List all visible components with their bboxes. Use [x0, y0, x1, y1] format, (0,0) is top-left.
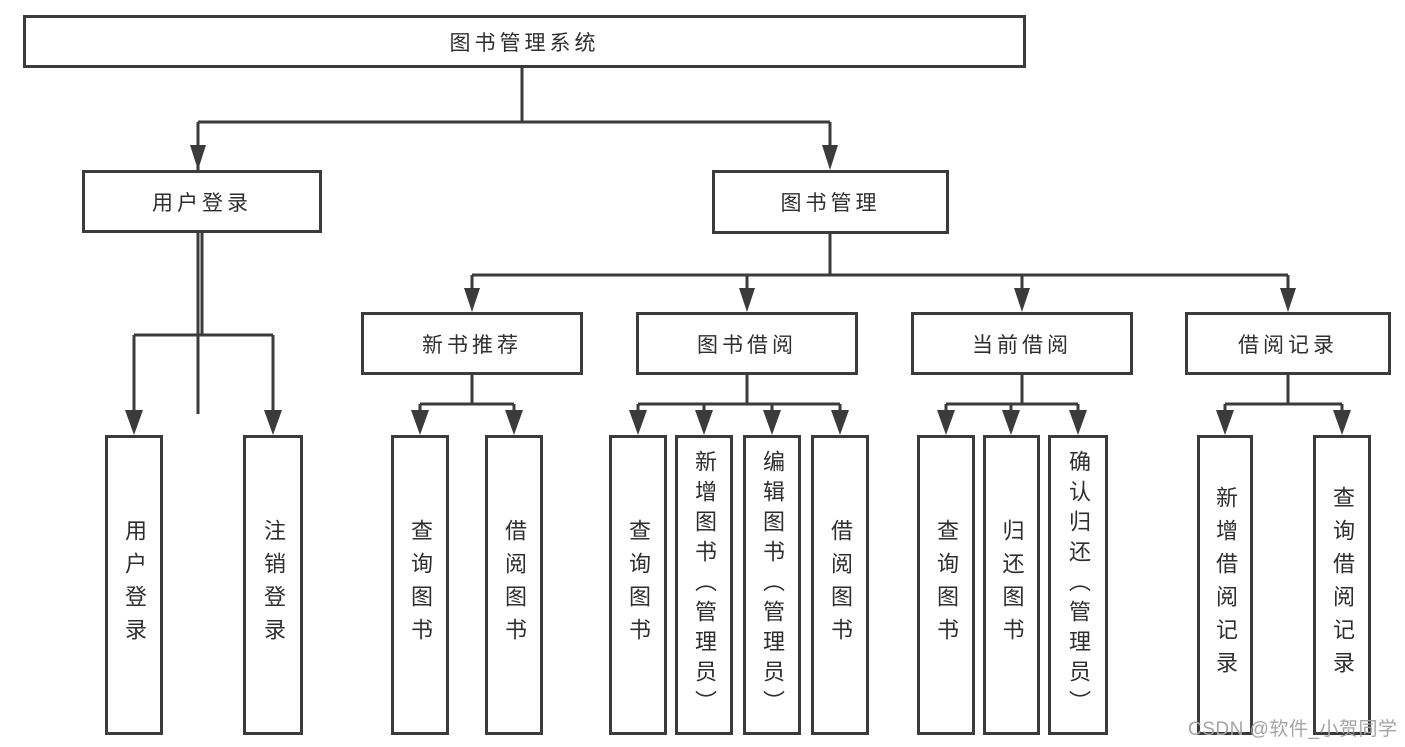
leaf-return-books: 归还图书	[983, 435, 1040, 735]
node-label: 新增借阅记录	[1213, 486, 1238, 684]
node-label: 图书借阅	[697, 333, 797, 357]
leaf-borrow-books-recommend: 借阅图书	[485, 435, 543, 735]
node-book-management: 图书管理	[712, 170, 949, 234]
leaf-confirm-return-admin: 确认归还（管理员）	[1048, 435, 1108, 735]
node-label: 注销登录	[261, 519, 286, 651]
node-label: 查询借阅记录	[1330, 486, 1355, 684]
node-label: 查询图书	[934, 519, 959, 651]
node-label: 借阅记录	[1238, 333, 1338, 357]
leaf-query-books-recommend: 查询图书	[391, 435, 449, 735]
node-label: 当前借阅	[972, 333, 1072, 357]
leaf-borrow-books: 借阅图书	[811, 435, 869, 735]
leaf-query-books-borrow: 查询图书	[609, 435, 667, 735]
node-new-book-recommendation: 新书推荐	[361, 312, 583, 375]
node-label: 归还图书	[999, 519, 1025, 651]
leaf-edit-book-admin: 编辑图书（管理员）	[743, 435, 801, 735]
node-current-borrowing: 当前借阅	[911, 312, 1133, 375]
node-book-borrowing: 图书借阅	[636, 312, 858, 375]
leaf-add-borrow-record: 新增借阅记录	[1197, 435, 1253, 735]
leaf-query-books-current: 查询图书	[917, 435, 975, 735]
leaf-add-book-admin: 新增图书（管理员）	[675, 435, 733, 735]
node-label: 新增图书（管理员）	[692, 450, 717, 720]
node-label: 图书管理	[780, 192, 881, 215]
node-label: 编辑图书（管理员）	[760, 450, 785, 720]
node-label: 用户登录	[122, 519, 147, 651]
csdn-watermark: CSDN @软件_小贺同学	[1188, 719, 1398, 740]
leaf-query-borrow-record: 查询借阅记录	[1313, 435, 1371, 735]
leaf-user-login: 用户登录	[105, 435, 163, 735]
node-label: 查询图书	[408, 519, 433, 651]
node-label: 用户登录	[152, 191, 252, 215]
node-label: 确认归还（管理员）	[1066, 450, 1091, 720]
node-borrowing-records: 借阅记录	[1185, 312, 1391, 375]
node-user-login: 用户登录	[82, 170, 322, 233]
node-label: 借阅图书	[828, 519, 853, 651]
node-label: 查询图书	[626, 519, 651, 651]
node-label: 借阅图书	[502, 519, 527, 651]
leaf-logout: 注销登录	[243, 435, 303, 735]
node-label: 图书管理系统	[449, 31, 600, 55]
node-label: 新书推荐	[422, 333, 522, 357]
node-library-management-system: 图书管理系统	[23, 15, 1026, 68]
